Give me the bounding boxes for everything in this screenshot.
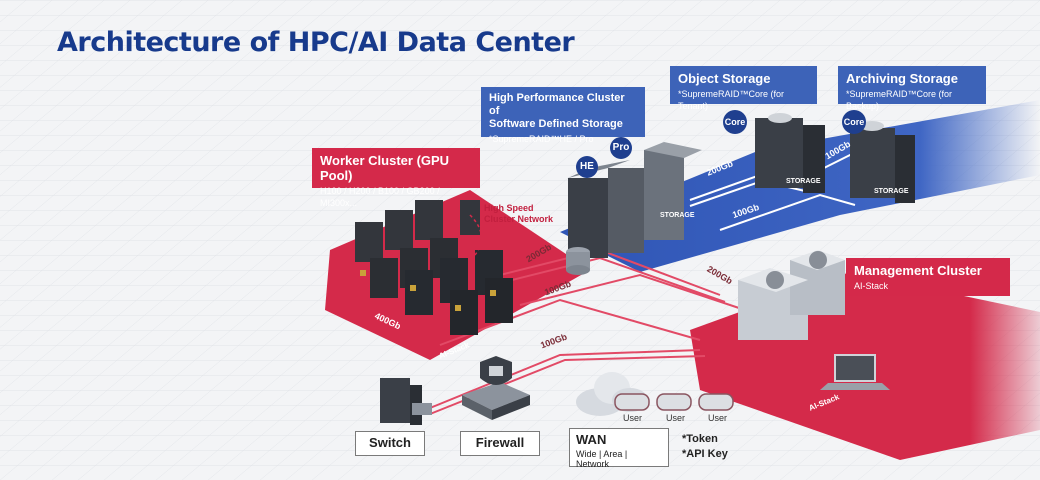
note-api-key: *API Key xyxy=(682,448,728,460)
page-title: Architecture of HPC/AI Data Center xyxy=(57,27,575,58)
storage-tag-object: STORAGE xyxy=(786,178,821,185)
worker-cluster-box: Worker Cluster (GPU Pool) H100 / H200 / … xyxy=(312,148,480,208)
db-cylinder-icon xyxy=(566,247,590,275)
firewall-label: Firewall xyxy=(460,431,540,456)
switch-icon xyxy=(380,378,432,425)
object-storage-box: Object Storage *SupremeRAID™Core (for Te… xyxy=(670,66,817,111)
storage-tag-archive: STORAGE xyxy=(874,188,909,195)
storage-tag-hpc: STORAGE xyxy=(660,212,695,219)
note-token: *Token xyxy=(682,433,718,445)
badge-pro: Pro xyxy=(610,137,632,159)
object-storage-sub: *SupremeRAID™Core (for Tenant) xyxy=(678,89,785,111)
management-cluster-box: Management Cluster AI-Stack xyxy=(846,258,1010,296)
badge-core-object: Core xyxy=(723,110,747,134)
management-servers xyxy=(738,250,845,340)
laptop-icon xyxy=(820,354,890,390)
user-label: User xyxy=(623,413,643,423)
object-storage-server xyxy=(755,113,825,193)
high-speed-label: High Speed Cluster Network xyxy=(484,203,554,224)
wan-box: WAN Wide | Area | Network xyxy=(569,428,669,469)
hpc-sub: *SupremeRAID™HE / Pro xyxy=(489,134,594,144)
user-label: User xyxy=(708,413,728,423)
worker-cluster-sub: H100 / H200 / B100 / GB200 / MI300x... xyxy=(320,186,440,208)
badge-core-archive: Core xyxy=(842,110,866,134)
hpc-title-1: High Performance Cluster of xyxy=(489,92,625,117)
archive-storage-sub: *SupremeRAID™Core (for Backup) xyxy=(846,89,953,111)
switch-label: Switch xyxy=(355,431,425,456)
worker-cluster-title: Worker Cluster (GPU Pool) xyxy=(320,153,450,183)
vr-headsets xyxy=(614,393,734,411)
archive-storage-title: Archiving Storage xyxy=(846,71,958,86)
archive-storage-box: Archiving Storage *SupremeRAID™Core (for… xyxy=(838,66,986,111)
badge-he: HE xyxy=(576,156,598,178)
user-label: User xyxy=(666,413,686,423)
wan-title: WAN xyxy=(576,432,607,447)
hpc-storage-box: High Performance Cluster of Software Def… xyxy=(481,87,645,144)
gpu-racks xyxy=(355,200,513,335)
firewall-icon xyxy=(462,356,530,420)
hpc-title-2: Software Defined Storage xyxy=(489,118,623,130)
wan-sub: Wide | Area | Network xyxy=(576,449,628,469)
management-cluster-title: Management Cluster xyxy=(854,263,982,278)
hpc-servers xyxy=(568,142,702,258)
archive-storage-server xyxy=(850,121,915,203)
object-storage-title: Object Storage xyxy=(678,71,771,86)
management-cluster-sub: AI-Stack xyxy=(854,281,889,291)
